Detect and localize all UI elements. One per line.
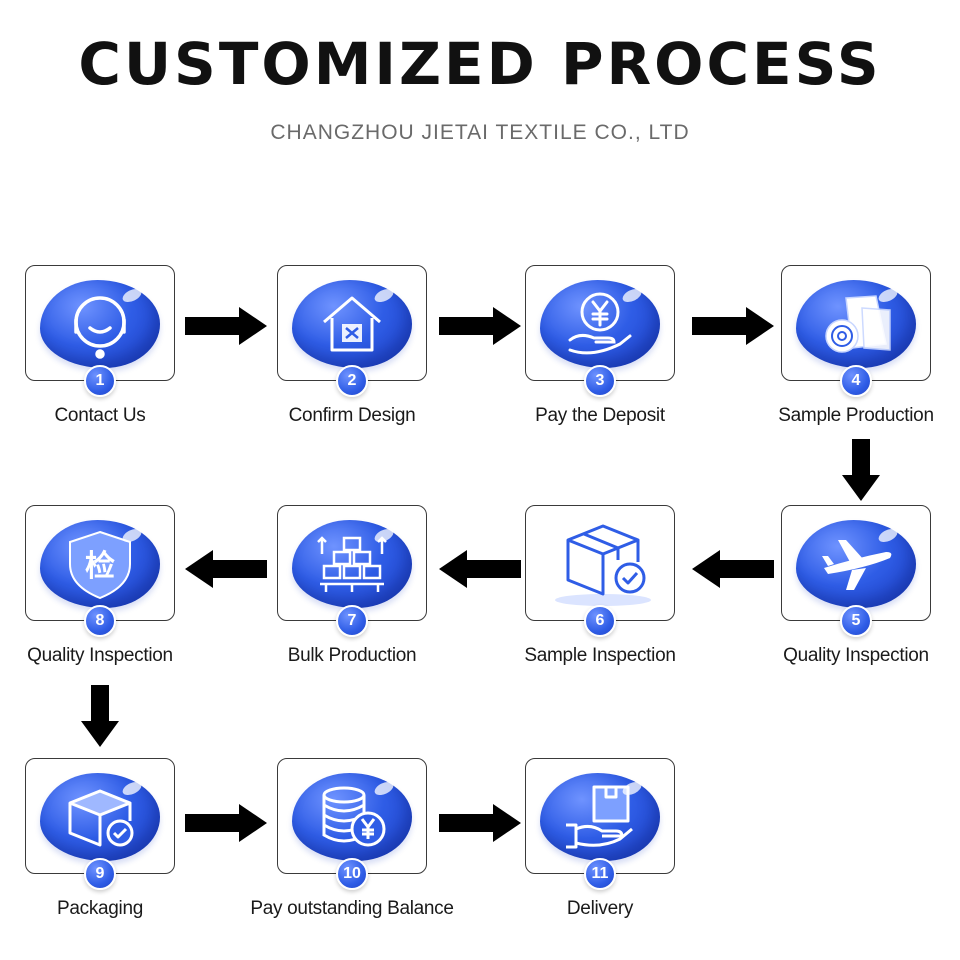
step-number: 8 [84,605,116,637]
step-label: Bulk Production [287,645,417,666]
arrow-left [692,550,774,588]
step-8: 检 8 Quality Inspection [0,505,215,685]
stacked-boxes-icon [292,520,412,608]
step-6: 6 Sample Inspection [485,505,715,685]
step-4: 4 Sample Production [741,265,960,445]
arrow-right [439,804,521,842]
airplane-icon [796,520,916,608]
inspection-glyph: 检 [85,549,115,584]
step-9: 9 Packaging [0,758,215,938]
company-subtitle: CHANGZHOU JIETAI TEXTILE CO., LTD [270,121,690,144]
arrow-left [185,550,267,588]
arrow-down [842,439,880,501]
step-label: Delivery [566,898,634,919]
arrow-right [185,804,267,842]
step-label: Sample Inspection [524,645,676,666]
step-number: 7 [336,605,368,637]
arrow-right [439,307,521,345]
fabric-roll-icon [796,280,916,368]
hand-box-delivery-icon [540,773,660,861]
step-label: Quality Inspection [27,645,173,666]
step-card [25,758,175,874]
step-card [277,265,427,381]
arrow-right [692,307,774,345]
step-card [25,265,175,381]
step-card [781,265,931,381]
house-design-icon [292,280,412,368]
step-number: 4 [840,365,872,397]
step-5: 5 Quality Inspection [741,505,960,685]
step-label: Confirm Design [288,405,416,426]
step-number: 10 [336,858,368,890]
step-card [525,758,675,874]
step-number: 3 [584,365,616,397]
step-number: 6 [584,605,616,637]
step-card [277,505,427,621]
arrow-down [81,685,119,747]
step-label: Quality Inspection [783,645,929,666]
step-label: Pay the Deposit [535,405,665,426]
step-number: 11 [584,858,616,890]
step-number: 5 [840,605,872,637]
step-number: 1 [84,365,116,397]
step-2: 2 Confirm Design [237,265,467,445]
step-card: 检 [25,505,175,621]
page-title: CUSTOMIZED PROCESS [78,30,882,98]
box-check-icon [548,512,658,608]
inspection-shield-icon: 检 [40,520,160,608]
step-number: 2 [336,365,368,397]
arrow-right [185,307,267,345]
headset-icon [40,280,160,368]
step-label: Contact Us [54,405,146,426]
package-check-icon [40,773,160,861]
step-card [525,505,675,621]
step-label: Sample Production [778,405,934,426]
step-label: Packaging [56,898,144,919]
step-7: 7 Bulk Production [237,505,467,685]
yen-coin-hand-icon [540,280,660,368]
step-label: Pay outstanding Balance [250,898,454,919]
coin-stack-yen-icon [292,773,412,861]
step-11: 11 Delivery [485,758,715,938]
step-10: 10 Pay outstanding Balance [237,758,467,938]
step-1: 1 Contact Us [0,265,215,445]
step-card [525,265,675,381]
step-number: 9 [84,858,116,890]
step-card [781,505,931,621]
step-3: 3 Pay the Deposit [485,265,715,445]
step-card [277,758,427,874]
arrow-left [439,550,521,588]
